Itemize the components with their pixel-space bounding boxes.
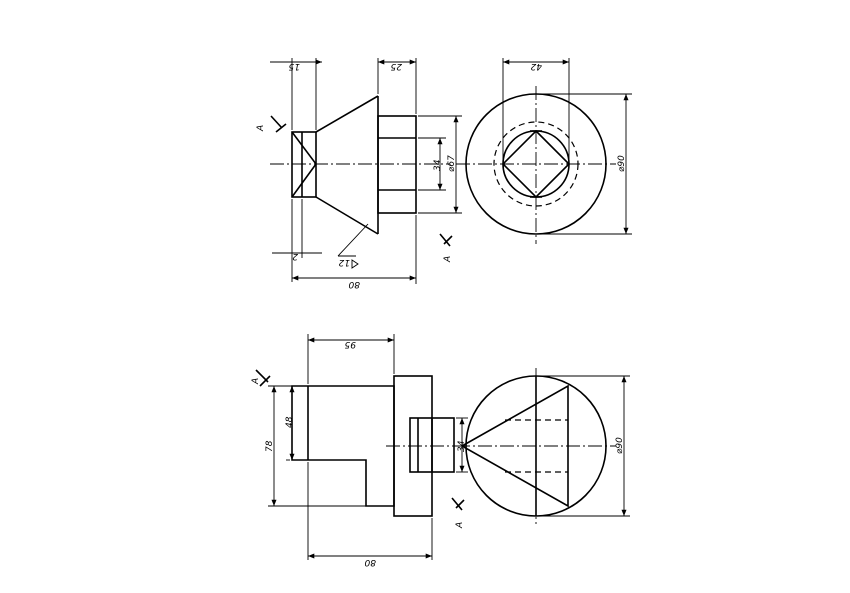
view2-side: ⌀90	[456, 368, 630, 524]
dim-80-v1: 80	[348, 279, 360, 289]
dim-dia90-v2: ⌀90	[615, 437, 625, 454]
view2-front: 95 48 78 34 80 A A	[251, 334, 470, 567]
svg-text:A: A	[256, 125, 266, 132]
dim-12: 12	[338, 257, 350, 267]
svg-text:A: A	[251, 378, 261, 385]
dim-2: 2	[292, 251, 298, 261]
section-arrow-a-2: A	[439, 233, 453, 263]
section-arrow-a-4: A	[451, 497, 465, 529]
dim-dia67: ⌀67	[447, 155, 457, 172]
dim-80-v2: 80	[364, 557, 376, 567]
dim-dia90-v1: ⌀90	[617, 155, 627, 172]
dim-15: 15	[288, 61, 300, 71]
section-arrow-a-1: A	[256, 115, 287, 133]
section-arrow-a-3: A	[251, 369, 271, 387]
dim-95: 95	[344, 339, 356, 349]
dim-42: 42	[530, 61, 542, 71]
svg-text:A: A	[455, 522, 465, 529]
view1-front: 15 25 34 ⌀67 2 12 80 A	[256, 58, 462, 289]
view1-side: 42 ⌀90	[456, 58, 632, 244]
dim-25: 25	[390, 61, 402, 71]
dim-78: 78	[265, 440, 275, 452]
svg-text:A: A	[443, 256, 453, 263]
dim-34: 34	[433, 159, 443, 171]
dim-48: 48	[285, 416, 295, 428]
